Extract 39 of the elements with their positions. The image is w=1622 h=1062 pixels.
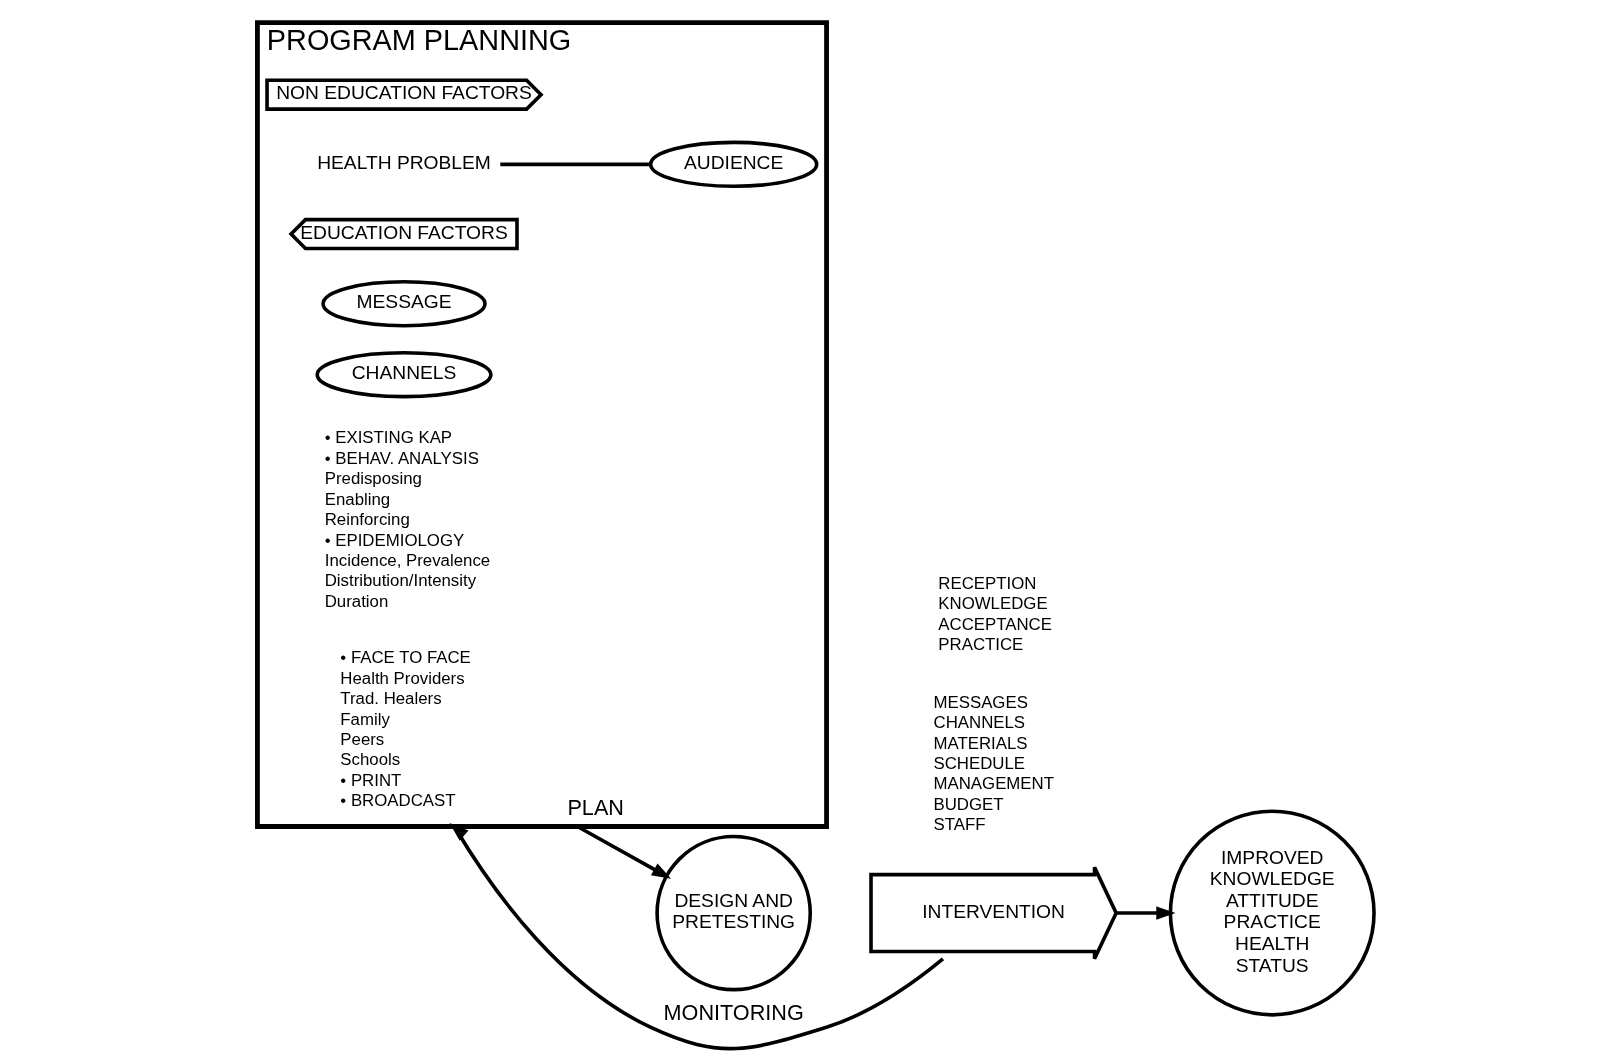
label: Distribution/Intensity (324, 571, 477, 591)
label: • PRINT (340, 770, 402, 790)
node-circle: DESIGN AND PRETESTING (655, 834, 813, 992)
node-ellipse: CHANNELS (315, 350, 493, 399)
label: Predisposing (324, 469, 422, 489)
label: Peers (340, 730, 385, 750)
label: Reinforcing (324, 510, 410, 530)
label: Incidence, Prevalence (324, 550, 491, 570)
label: MESSAGES (933, 692, 1028, 712)
label: MANAGEMENT (933, 774, 1054, 794)
edge-label: PLAN (567, 794, 624, 820)
label: Health Providers (340, 668, 465, 688)
label: Enabling (324, 489, 391, 509)
edge-label: MONITORING (663, 1000, 804, 1026)
label: Trad. Healers (340, 689, 442, 709)
label: RECEPTION (938, 573, 1037, 593)
label: PRACTICE (938, 635, 1024, 655)
node-circle: IMPROVED KNOWLEDGE ATTITUDE PRACTICE HEALTH STATUS (1168, 809, 1376, 1017)
label: Duration (324, 591, 389, 611)
label: • BEHAV. ANALYSIS (324, 448, 479, 468)
label: • EXISTING KAP (324, 428, 453, 448)
node-ellipse: AUDIENCE (648, 140, 819, 189)
arrow (449, 822, 945, 1051)
arrow (1116, 906, 1176, 920)
label: CHANNELS (933, 713, 1026, 733)
label: Family (340, 709, 390, 729)
label: STAFF (933, 815, 986, 835)
label: Schools (340, 750, 401, 770)
label: • FACE TO FACE (340, 648, 471, 668)
label: KNOWLEDGE (938, 594, 1048, 614)
label: MATERIALS (933, 733, 1028, 753)
node-text: HEALTH PROBLEM (317, 151, 491, 173)
label: • EPIDEMIOLOGY (324, 530, 465, 550)
connector (500, 162, 650, 167)
label: ACCEPTANCE (938, 614, 1052, 634)
label: BUDGET (933, 794, 1004, 814)
label: SCHEDULE (933, 754, 1026, 774)
node-ellipse: MESSAGE (321, 280, 487, 328)
label: • BROADCAST (340, 791, 456, 811)
